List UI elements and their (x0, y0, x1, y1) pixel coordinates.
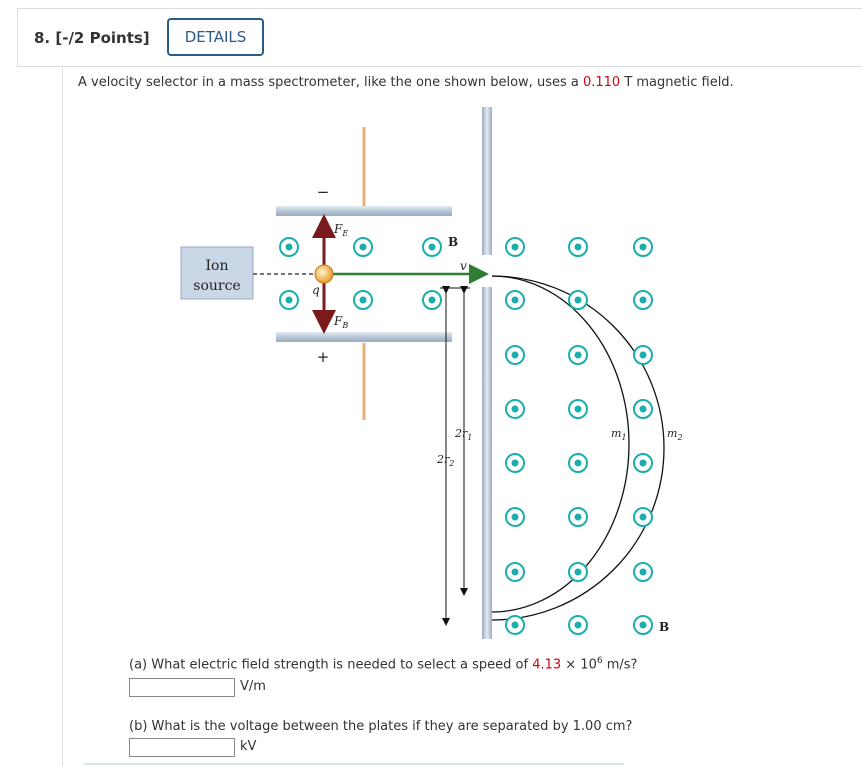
field-dot-center (639, 243, 647, 251)
bottom-plate (276, 332, 452, 342)
field-dot-center (511, 568, 519, 576)
field-dot-center (511, 513, 519, 521)
ion-source-label-line1: Ion (206, 258, 229, 274)
field-dot-center (428, 243, 436, 251)
b-field-label-bottom: B (659, 620, 669, 634)
field-dot-center (639, 405, 647, 413)
speed-mantissa: 4.13 (532, 657, 562, 673)
speed-exponent: 6 (596, 656, 603, 666)
field-value: 0.110 (582, 75, 621, 90)
ion-source-box (180, 246, 254, 300)
velocity-label: v (460, 259, 467, 273)
fb-label: FB (333, 314, 348, 330)
field-dot-center (574, 296, 582, 304)
field-dot-center (359, 243, 367, 251)
part-b-text: (b) What is the voltage between the plat… (129, 719, 633, 734)
field-dot-center (639, 621, 647, 629)
field-dot-center (511, 296, 519, 304)
velocity-selector-diagram: Ion source − + FE FB q B v 2r1 2r2 m1 m2… (180, 107, 683, 639)
field-dot-center (574, 405, 582, 413)
electric-field-answer-input[interactable] (129, 678, 235, 697)
field-dot-center (511, 405, 519, 413)
field-dot-center (639, 459, 647, 467)
r1-label: 2r1 (454, 427, 472, 442)
b-field-label: B (448, 235, 458, 249)
field-dot-center (428, 296, 436, 304)
field-dot-center (639, 568, 647, 576)
field-dot-center (511, 621, 519, 629)
part-b-unit: kV (240, 739, 257, 754)
part-a-unit: V/m (240, 679, 266, 694)
prompt-text-start: A velocity selector in a mass spectromet… (78, 75, 583, 90)
section-divider (84, 763, 624, 765)
field-dot-center (285, 296, 293, 304)
field-dot-center (285, 243, 293, 251)
part-a-text-start: (a) What electric field strength is need… (129, 657, 533, 673)
fe-label: FE (333, 222, 348, 238)
field-dot-center (574, 459, 582, 467)
field-dot-center (511, 351, 519, 359)
part-a-question: (a) What electric field strength is need… (129, 656, 637, 672)
m1-label: m1 (611, 427, 627, 442)
question-points: [-/2 Points] (55, 29, 150, 47)
details-button[interactable]: DETAILS (167, 18, 264, 56)
field-dot-center (639, 351, 647, 359)
top-plate (276, 206, 452, 216)
m2-label: m2 (667, 427, 683, 442)
part-a-text-end: m/s? (602, 657, 638, 673)
detector-plate-bottom (482, 287, 492, 639)
prompt-text-end: T magnetic field. (620, 75, 734, 90)
trajectory-m1 (491, 275, 630, 613)
part-b-question: (b) What is the voltage between the plat… (129, 719, 632, 734)
ion-source-label-line2: source (193, 278, 240, 294)
field-dot-center (574, 351, 582, 359)
field-dot-center (574, 513, 582, 521)
field-dot-center (639, 513, 647, 521)
field-dot-center (639, 296, 647, 304)
magnetic-field-dots (279, 237, 653, 635)
field-dot-center (511, 243, 519, 251)
field-dot-center (359, 296, 367, 304)
field-dot-center (574, 243, 582, 251)
field-dot-center (574, 621, 582, 629)
question-label: 8. [-/2 Points] (34, 29, 150, 47)
problem-prompt: A velocity selector in a mass spectromet… (78, 75, 734, 90)
plus-sign: + (317, 348, 330, 366)
voltage-answer-input[interactable] (129, 738, 235, 757)
times-ten: × 10 (561, 657, 597, 673)
minus-sign: − (317, 183, 330, 201)
question-content (62, 68, 862, 766)
ion-particle (314, 264, 334, 284)
question-header: 8. [-/2 Points] DETAILS (17, 8, 862, 67)
question-number: 8. (34, 29, 51, 47)
field-dot-center (511, 459, 519, 467)
r2-label: 2r2 (436, 453, 454, 468)
charge-label: q (312, 283, 320, 297)
detector-plate-top (482, 107, 492, 255)
field-dot-center (574, 568, 582, 576)
